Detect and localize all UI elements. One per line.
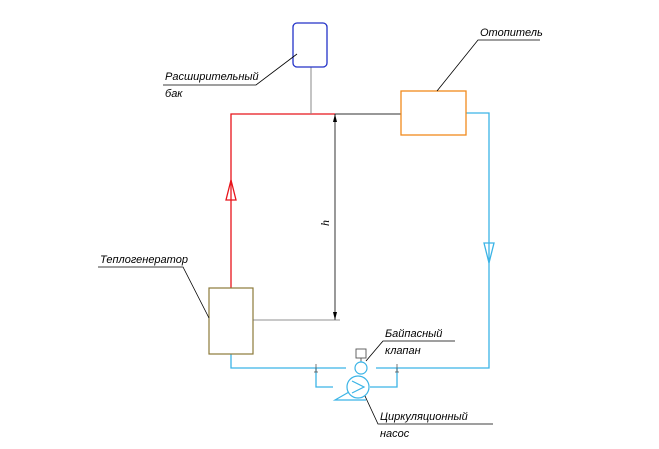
return-flow-arrow [483, 242, 495, 264]
expansion-tank [292, 22, 328, 68]
bypass-pipe-right [370, 368, 398, 388]
height-dim-label: h [318, 220, 332, 226]
valve-actuator [355, 348, 367, 359]
heat-generator-label: Теплогенератор [100, 254, 188, 266]
heat-generator [208, 287, 254, 355]
expansion-tank-label-line1: Расширительный [165, 71, 259, 83]
pump-base [332, 391, 366, 401]
heater-label: Отопитель [480, 27, 543, 39]
bypass-pipe [315, 368, 333, 388]
supply-flow-arrow [225, 179, 237, 201]
bypass-valve [354, 348, 368, 375]
fittings [314, 364, 399, 373]
expansion-tank-label: Расширительный [165, 71, 259, 83]
circulation-pump [332, 375, 370, 401]
circulation-pump-label-1: Циркуляционный [380, 411, 468, 423]
valve-body [354, 361, 368, 375]
supply-pipe [230, 113, 335, 288]
expansion-tank-label-line2: бак [165, 88, 183, 100]
supply-line [225, 113, 335, 288]
circulation-pump-label-2: насос [380, 428, 410, 440]
return-line [230, 112, 495, 388]
pump-body [346, 375, 370, 399]
return-pipe-right [376, 112, 490, 369]
leader-lines [98, 39, 540, 425]
heater [400, 90, 467, 136]
bypass-valve-label-2: клапан [385, 345, 421, 357]
bypass-valve-label-1: Байпасный [385, 328, 442, 340]
expansion-tank-label-2: бак [165, 88, 183, 100]
height-dimension [253, 114, 340, 321]
return-pipe-left [230, 354, 346, 369]
